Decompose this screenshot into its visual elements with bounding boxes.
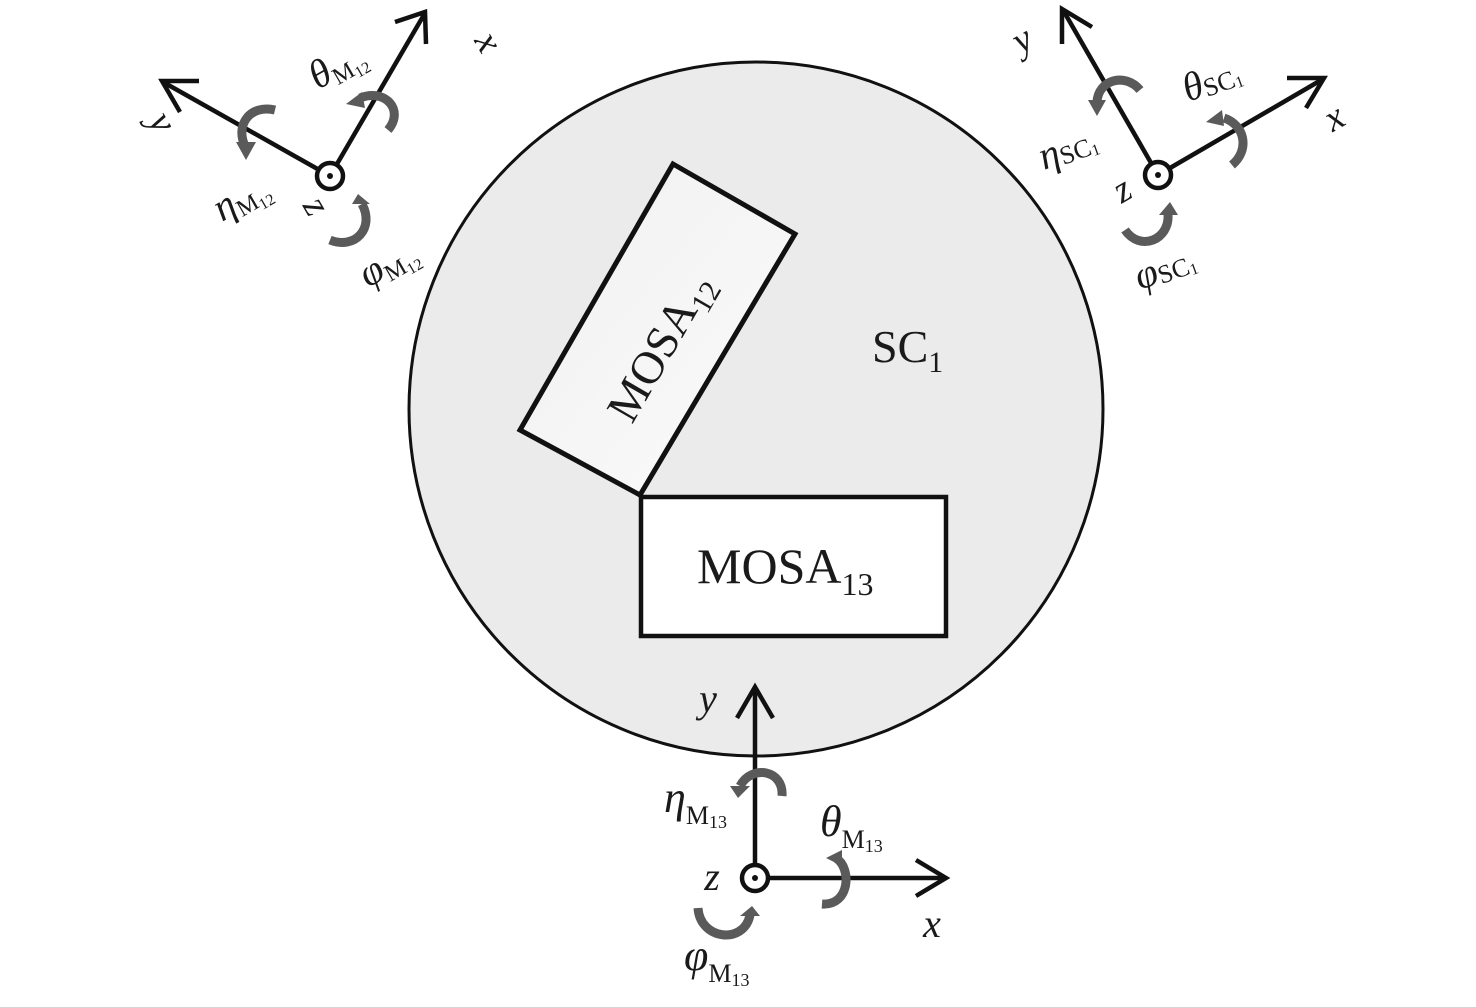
m12-y-label: y — [138, 101, 185, 140]
mosa13-box — [638, 494, 949, 639]
sc1-z-label: z — [1104, 168, 1139, 212]
m13-theta-label: θM13 — [820, 797, 883, 856]
sc1-y-axis — [1061, 8, 1160, 177]
m12-y-arrowhead — [158, 78, 199, 114]
m12-eta-rotation-arrow — [237, 104, 277, 148]
sc1-y-label: y — [1001, 17, 1040, 64]
sc1-y-arrowhead — [1059, 5, 1094, 44]
m13-eta-rotation-arrow — [736, 768, 787, 797]
sc1-eta-rotation-arrow — [1092, 75, 1144, 103]
m13-y-arrowhead — [735, 682, 775, 720]
sc1-x-label: x — [1315, 95, 1352, 140]
m13-y-label: y — [695, 676, 717, 721]
spacecraft-label: SC1 — [872, 321, 943, 379]
m12-y-axis — [161, 80, 332, 178]
m12-theta-rotation-arrow — [358, 91, 399, 133]
m12-theta-label: θM12 — [300, 30, 374, 102]
frame-m13: x y z θM13 ηM13 φM13 — [664, 676, 951, 990]
m13-x-label: x — [922, 901, 941, 946]
mosa13-label: MOSA13 — [697, 538, 873, 602]
m13-z-label: z — [703, 854, 720, 899]
sc1-phi-rotation-arrow — [1121, 213, 1173, 246]
sc1-theta-rotation-arrow — [1222, 113, 1248, 169]
m13-x-arrowhead — [914, 858, 951, 898]
m13-phi-rotation-arrow — [693, 907, 755, 940]
m13-phi-label: φM13 — [684, 931, 749, 990]
m12-x-label: x — [465, 23, 510, 60]
spacecraft-body — [407, 60, 1105, 758]
m12-z-label: z — [294, 188, 338, 223]
m12-eta-label: ηM12 — [204, 162, 279, 234]
m12-x-arrowhead — [394, 8, 429, 45]
sc1-theta-label: θSC1 — [1176, 48, 1247, 111]
sc1-eta-label: ηSC1 — [1032, 116, 1103, 179]
sc1-x-arrowhead — [1287, 75, 1328, 110]
m13-eta-label: ηM13 — [664, 773, 727, 832]
m13-theta-rotation-arrow — [821, 854, 851, 909]
m12-phi-rotation-arrow — [328, 201, 371, 247]
